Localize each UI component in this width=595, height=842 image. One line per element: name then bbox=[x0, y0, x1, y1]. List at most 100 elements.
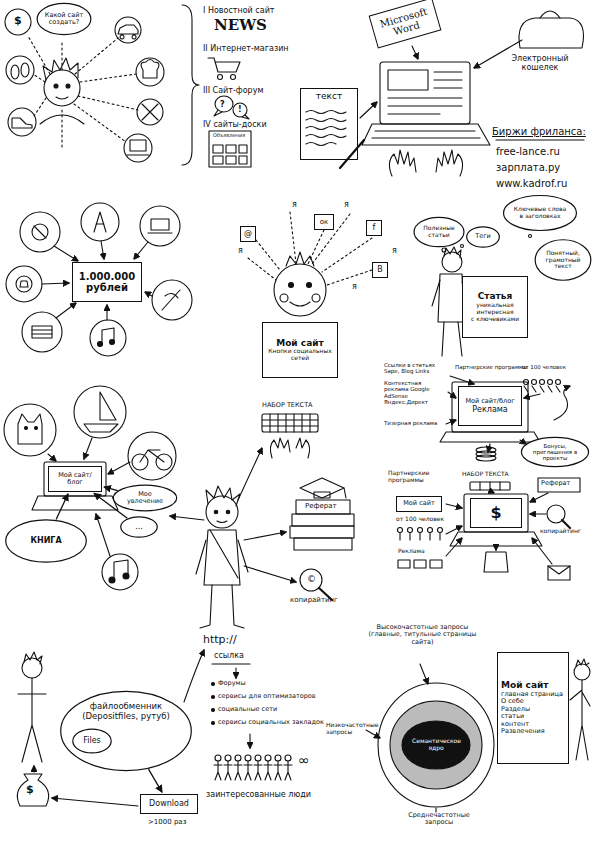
hobby-circles bbox=[109, 577, 115, 583]
link-list bbox=[274, 755, 282, 780]
text-label: ? bbox=[220, 100, 225, 109]
board-icon bbox=[213, 156, 223, 164]
advert-laptop bbox=[532, 380, 537, 385]
text-label: Реферат bbox=[541, 480, 570, 487]
text-label: Форумы bbox=[218, 680, 246, 687]
text-label: Среднечастотные запросы bbox=[394, 812, 484, 827]
hobby-circles bbox=[123, 573, 129, 579]
advert-laptop bbox=[476, 447, 496, 453]
text-label: Низкочастотные запросы bbox=[326, 722, 376, 736]
ellipse-outline bbox=[73, 729, 111, 753]
boy-figure bbox=[214, 510, 218, 514]
node-text: О себе bbox=[501, 698, 524, 705]
laptop-screen: Мой сайт/блогРеклама bbox=[458, 386, 522, 426]
boy-figure bbox=[170, 516, 204, 520]
thought-bubble: Понятный, грамотный текст bbox=[534, 238, 592, 282]
money-laptop bbox=[470, 482, 510, 490]
advert-laptop bbox=[524, 386, 560, 392]
money-circles bbox=[42, 283, 69, 284]
speech-bubble: Какой сайт создать? bbox=[36, 2, 92, 36]
text-label: Семантическое ядро bbox=[412, 738, 460, 752]
link-list bbox=[224, 761, 232, 780]
smiling-face bbox=[312, 294, 320, 302]
man-board bbox=[574, 664, 590, 680]
hobby-circles bbox=[102, 554, 138, 590]
smiling-face bbox=[248, 212, 372, 316]
money-laptop bbox=[548, 566, 570, 574]
money-laptop bbox=[548, 566, 570, 580]
forum-bubbles bbox=[214, 96, 249, 119]
node-title: Мой сайт/блог bbox=[465, 398, 514, 405]
money-laptop bbox=[495, 546, 496, 550]
node-title: ... bbox=[135, 522, 143, 531]
text-label: Ссылки в статьях Sape, Blog Links bbox=[384, 362, 450, 375]
site-box: Мой сайт bbox=[396, 496, 442, 512]
ellipse-outline bbox=[521, 437, 588, 466]
node-title: Статья bbox=[478, 291, 513, 301]
books bbox=[344, 488, 346, 498]
text-label: социальные сети bbox=[218, 706, 277, 713]
hobby-circles bbox=[44, 462, 106, 496]
word-note: Microsoft Word bbox=[369, 0, 442, 48]
node-text: с ключевиками bbox=[471, 316, 519, 323]
advert-laptop bbox=[554, 386, 570, 420]
hobby-circles bbox=[18, 414, 42, 444]
laptop bbox=[380, 62, 470, 124]
man-with-article bbox=[442, 252, 462, 272]
board-icon bbox=[226, 145, 236, 153]
node-title: Download bbox=[149, 799, 189, 808]
node-title: Мое увлечение bbox=[122, 491, 168, 506]
board-icon bbox=[239, 156, 247, 164]
article-sheet: Статьяуникальнаяинтереснаяс ключевиками bbox=[462, 276, 528, 338]
node-title: @ bbox=[244, 229, 252, 238]
bracket bbox=[182, 5, 199, 165]
link-list bbox=[215, 755, 221, 761]
hobby-circles bbox=[48, 454, 56, 461]
text-label: © bbox=[307, 574, 316, 584]
money-circles bbox=[90, 320, 126, 356]
man-with-article bbox=[444, 247, 461, 258]
books bbox=[296, 500, 350, 514]
paper-lines bbox=[340, 140, 364, 168]
idea-circle bbox=[6, 56, 34, 84]
money-laptop bbox=[446, 526, 462, 534]
boy-figure bbox=[206, 496, 238, 528]
hobby-circles bbox=[114, 560, 128, 580]
advert-laptop bbox=[540, 380, 545, 385]
board-icon bbox=[226, 156, 236, 164]
money-circles bbox=[148, 232, 172, 233]
magnifier bbox=[300, 569, 332, 600]
connector-arrow bbox=[149, 769, 163, 792]
advert-laptop bbox=[520, 440, 526, 444]
boy-figure bbox=[170, 448, 296, 628]
boy-figure bbox=[226, 510, 230, 514]
node-title: Мой сайт bbox=[501, 680, 549, 690]
purse bbox=[519, 18, 584, 48]
text-label: Тизерная реклама bbox=[384, 420, 444, 426]
disc-icon: Files bbox=[72, 728, 112, 754]
ellipse-outline bbox=[535, 240, 591, 280]
text-label: сервисы для оптимизаторов bbox=[218, 693, 316, 700]
social-icon: @ bbox=[240, 226, 256, 242]
idea-circle bbox=[11, 65, 19, 79]
man-with-article bbox=[461, 245, 464, 248]
idea-circle bbox=[5, 9, 31, 35]
node-text: интересная bbox=[476, 309, 513, 316]
ellipse-outline bbox=[504, 196, 577, 231]
money-circles bbox=[56, 303, 76, 318]
smiling-face bbox=[280, 294, 288, 302]
laptop-screen: Мой сайт/блог bbox=[48, 466, 102, 492]
hobby-circles bbox=[4, 386, 176, 590]
node-title: ок bbox=[320, 218, 329, 226]
ellipse-outline bbox=[58, 688, 194, 774]
books bbox=[290, 526, 354, 538]
advert-laptop bbox=[548, 380, 553, 385]
idea-circle bbox=[137, 99, 163, 125]
link-list bbox=[234, 761, 242, 780]
boy-head-top bbox=[66, 84, 70, 88]
idea-circle bbox=[8, 108, 36, 136]
smiling-face bbox=[286, 252, 314, 266]
link-list bbox=[285, 755, 291, 761]
forum-bubbles bbox=[214, 110, 222, 116]
hands bbox=[389, 150, 416, 176]
